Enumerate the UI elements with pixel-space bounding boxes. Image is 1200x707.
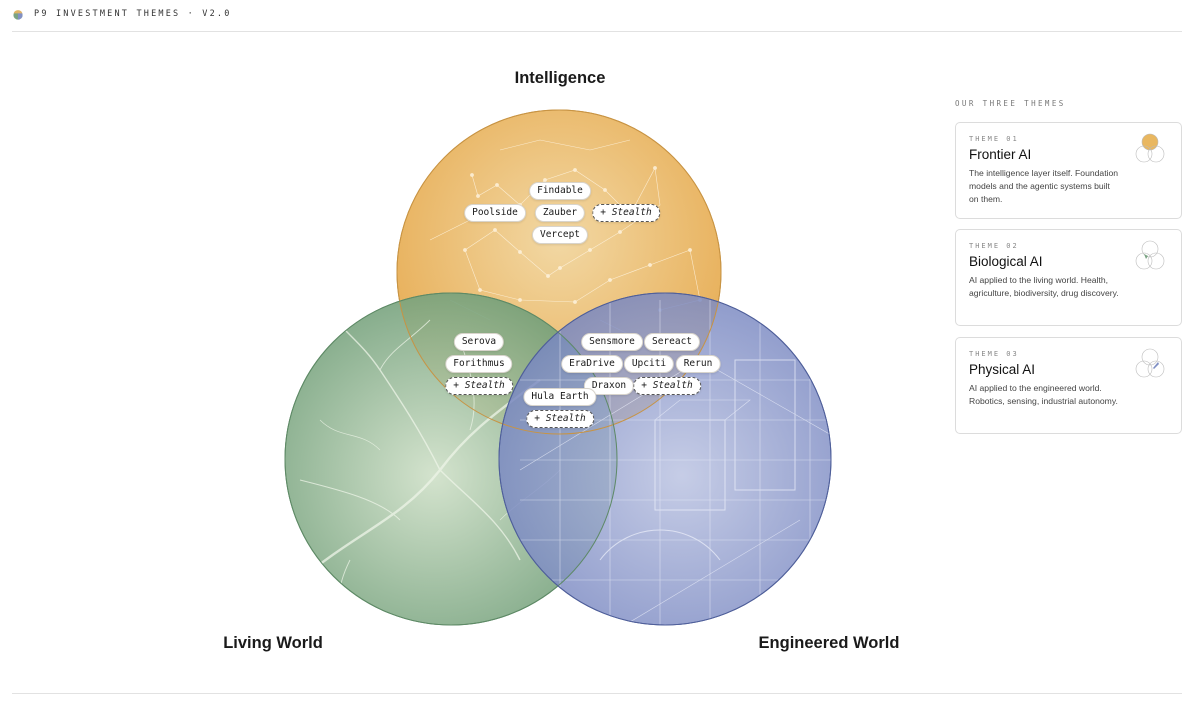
theme-card-frontier-ai[interactable]: THEME 01 Frontier AI The intelligence la… [955, 122, 1182, 219]
company-tag[interactable]: Vercept [531, 226, 589, 244]
venn-logo-icon [13, 10, 23, 20]
venn-diagram: Intelligence Living World Engineered Wor… [0, 0, 940, 707]
app-title: P9 INVESTMENT THEMES · V2.0 [34, 9, 232, 19]
company-tag[interactable]: Rerun [675, 355, 721, 373]
theme-number: THEME 01 [969, 135, 1019, 143]
theme-name: Physical AI [969, 362, 1036, 377]
stealth-company-tag[interactable]: Stealth [445, 377, 513, 395]
theme-card-biological-ai[interactable]: THEME 02 Biological AI AI applied to the… [955, 229, 1182, 326]
company-tag[interactable]: Upciti [623, 355, 675, 373]
theme-description: The intelligence layer itself. Foundatio… [969, 168, 1119, 204]
theme-description: AI applied to the living world. Health, … [969, 275, 1119, 298]
theme-description: AI applied to the engineered world. Robo… [969, 383, 1118, 406]
company-tag[interactable]: Hula Earth [523, 388, 597, 406]
living-world-label: Living World [223, 634, 323, 652]
company-tag[interactable]: EraDrive [561, 355, 623, 373]
header-divider [12, 31, 1182, 32]
engineered-world-label: Engineered World [758, 634, 900, 652]
company-tag[interactable]: Serova [453, 333, 505, 351]
venn-intelligence-icon [1135, 133, 1165, 163]
theme-number: THEME 02 [969, 242, 1019, 250]
stealth-company-tag[interactable]: Stealth [526, 410, 594, 428]
stealth-company-tag[interactable]: Stealth [633, 377, 701, 395]
intelligence-label: Intelligence [514, 69, 606, 87]
company-tag[interactable]: Draxon [583, 377, 635, 395]
venn-engineered-icon [1135, 348, 1165, 378]
venn-circles [284, 109, 832, 626]
company-tag[interactable]: Forithmus [445, 355, 513, 373]
company-tag[interactable]: Poolside [464, 204, 526, 222]
footer-divider [12, 693, 1182, 694]
company-tag[interactable]: Zauber [534, 204, 586, 222]
company-tag[interactable]: Findable [529, 182, 591, 200]
theme-name: Biological AI [969, 254, 1043, 269]
theme-card-physical-ai[interactable]: THEME 03 Physical AI AI applied to the e… [955, 337, 1182, 434]
theme-number: THEME 03 [969, 350, 1019, 358]
themes-heading: OUR THREE THEMES [955, 99, 1066, 108]
company-tag[interactable]: Sereact [643, 333, 701, 351]
company-tag[interactable]: Sensmore [581, 333, 643, 351]
venn-living-icon [1135, 240, 1165, 270]
theme-name: Frontier AI [969, 147, 1032, 162]
stealth-company-tag[interactable]: Stealth [592, 204, 660, 222]
top-bar: P9 INVESTMENT THEMES · V2.0 [0, 0, 1200, 32]
